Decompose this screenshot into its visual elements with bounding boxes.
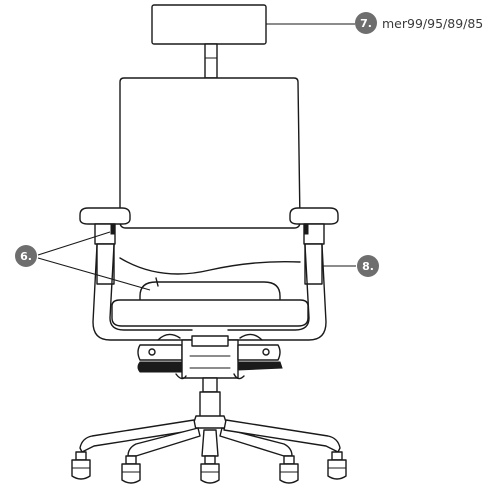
castor-2 xyxy=(121,455,141,484)
callout-7-badge xyxy=(355,12,377,34)
callout-7-label: mer99/95/89/85 xyxy=(382,16,483,31)
callout-7-number: 7. xyxy=(360,17,372,30)
callout-8-badge xyxy=(357,255,379,277)
backrest-lower-edge xyxy=(119,257,301,275)
headrest-post xyxy=(204,43,218,79)
castor-1 xyxy=(71,451,91,480)
armrest-left xyxy=(79,207,193,341)
gas-lift xyxy=(199,377,221,421)
seat xyxy=(111,277,309,327)
callout-6-badge xyxy=(15,245,37,267)
callout-8-number: 8. xyxy=(362,260,374,273)
castor-3 xyxy=(200,455,220,484)
headrest xyxy=(151,4,267,45)
base xyxy=(79,415,341,457)
callout-7: 7. mer99/95/89/85 xyxy=(355,12,483,34)
castor-5 xyxy=(327,451,347,480)
callout-8: 8. xyxy=(357,255,379,277)
backrest xyxy=(119,77,301,229)
callout-6-number: 6. xyxy=(20,250,32,263)
seat-mechanism xyxy=(137,333,283,380)
castor-4 xyxy=(279,455,299,484)
callout-6-leader-lower xyxy=(37,257,151,291)
callout-6: 6. xyxy=(15,245,37,267)
callout-6-leader-upper xyxy=(37,231,111,256)
armrest-right xyxy=(227,207,339,341)
